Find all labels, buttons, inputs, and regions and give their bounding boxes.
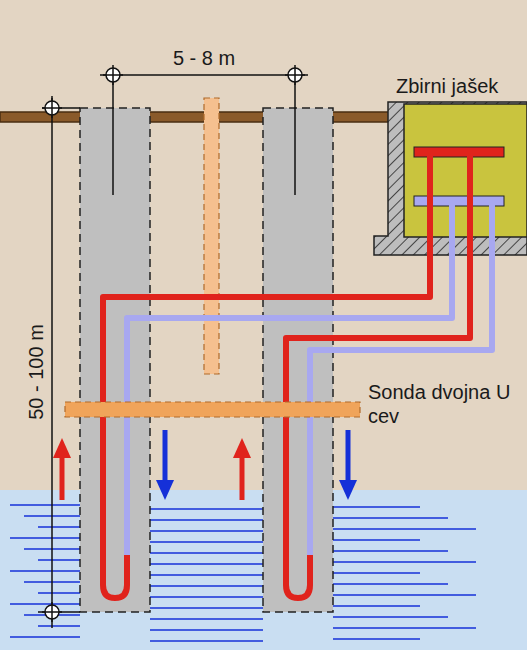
dimension-markers [42, 65, 305, 622]
water-line [10, 537, 80, 539]
flow-arrow [346, 430, 351, 482]
u-bend [103, 555, 127, 598]
water-line [333, 627, 476, 629]
water-line [150, 618, 263, 620]
water-line [150, 541, 263, 543]
collection-shaft: Zbirni jašek [388, 102, 527, 255]
dimension-label: 5 - 8 m [169, 46, 239, 70]
dimension-line [51, 96, 53, 628]
flow-arrow [60, 455, 65, 500]
marker-cross [42, 98, 62, 118]
water-line [333, 517, 448, 519]
blue-pipe [310, 201, 492, 555]
water-line [150, 629, 263, 631]
arrow-head [233, 438, 251, 458]
water-line [333, 550, 448, 552]
borehole [80, 108, 150, 612]
water-line [333, 506, 420, 508]
water-line [10, 504, 80, 506]
water-line [333, 561, 476, 563]
arrow-head [156, 480, 174, 500]
flow-arrow [240, 455, 245, 500]
water-line [150, 563, 263, 565]
blue-pipe [127, 201, 452, 555]
water-line [38, 625, 80, 627]
dimension-marker [103, 65, 123, 85]
dimension-extension [294, 75, 296, 195]
probe-label: Sonda dvojna U cev [368, 380, 526, 428]
marker-cross [285, 65, 305, 85]
water-line [10, 603, 80, 605]
depth-dimension-label: 50 - 100 m [24, 324, 48, 420]
water-line [333, 572, 420, 574]
water-line [333, 638, 420, 640]
dimension-marker [42, 98, 62, 118]
water-line [150, 519, 263, 521]
red-pipe [427, 232, 433, 255]
marker-cross [103, 65, 123, 85]
water-line [38, 526, 80, 528]
shaft-interior [404, 104, 527, 237]
dimension-line [100, 74, 308, 76]
water-line [333, 528, 476, 530]
water-line [333, 605, 420, 607]
water-line [150, 530, 263, 532]
water-line [10, 636, 80, 638]
dimension-marker [285, 65, 305, 85]
red-pipe [103, 152, 430, 585]
water-line [150, 596, 263, 598]
probe-bar [65, 402, 360, 417]
water-line [150, 508, 263, 510]
water-line [38, 559, 80, 561]
shaft-heading: Zbirni jašek [396, 74, 500, 98]
water-line [150, 640, 263, 642]
probe-stake [204, 98, 219, 374]
dimension-marker [42, 602, 62, 622]
arrow-head [53, 438, 71, 458]
water-line [333, 539, 420, 541]
arrow-head [339, 480, 357, 500]
water-line [150, 585, 263, 587]
water-line [333, 594, 476, 596]
water-line [150, 607, 263, 609]
dimension-extension [112, 75, 114, 195]
water-line [333, 616, 448, 618]
water-line [150, 574, 263, 576]
u-bend [286, 555, 310, 598]
borehole [263, 108, 333, 612]
water-line [38, 592, 80, 594]
red-pipe [286, 152, 470, 585]
red-pipe [467, 232, 473, 255]
water-line [333, 583, 448, 585]
water-line [150, 552, 263, 554]
flow-arrow [163, 430, 168, 482]
water-line [10, 570, 80, 572]
marker-cross [42, 602, 62, 622]
